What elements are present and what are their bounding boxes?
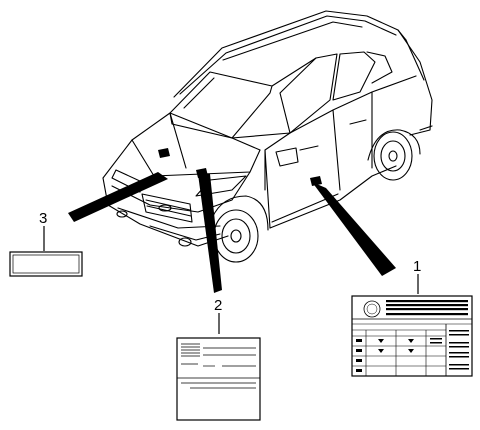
leader-to-label-2	[198, 174, 222, 293]
leader-to-label-3	[68, 172, 168, 222]
label-1-card	[351, 295, 473, 377]
callout-3: 3	[39, 210, 47, 227]
marker-door	[310, 176, 322, 186]
leader-to-label-1	[312, 182, 396, 276]
callout-1: 1	[413, 258, 421, 275]
marker-hood-left	[158, 148, 170, 158]
label-location-markers	[158, 148, 322, 186]
vehicle-illustration	[102, 10, 433, 263]
callout-2: 2	[214, 297, 222, 314]
label-1-logo-icon	[363, 300, 381, 318]
marker-hood-center	[196, 168, 208, 178]
leader-lines	[68, 172, 396, 293]
label-2-card	[176, 337, 261, 421]
label-3-strip	[9, 251, 83, 277]
